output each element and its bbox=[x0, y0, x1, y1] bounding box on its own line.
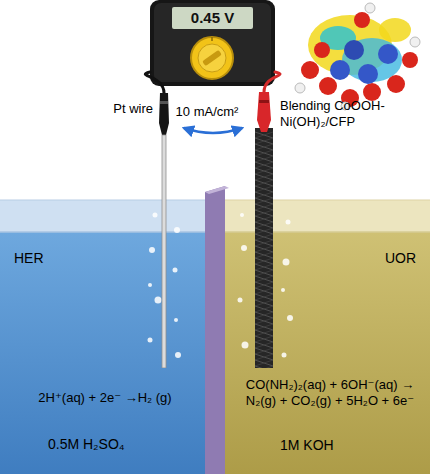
multimeter-node: 0.45 V bbox=[150, 0, 275, 86]
lead-wire bbox=[264, 72, 280, 92]
electrode-label: Blending CoOOH-Ni(OH)₂/CFP bbox=[280, 98, 402, 129]
reaction-equation: 2H⁺(aq) + 2e⁻ →H₂ (g) bbox=[10, 390, 200, 406]
membrane bbox=[205, 186, 229, 474]
cathode-chamber: HER 2H⁺(aq) + 2e⁻ →H₂ (g) 0.5M H₂SO₄ bbox=[0, 232, 205, 474]
reaction-name: HER bbox=[14, 250, 44, 267]
reaction-equation: CO(NH₂)₂(aq) + 6OH⁻(aq) → N₂(g) + CO₂(g)… bbox=[235, 377, 425, 408]
pt-wire-symbol bbox=[157, 93, 171, 368]
lead-wire bbox=[145, 72, 164, 93]
pt-electrode: Pt wire bbox=[157, 93, 171, 368]
reaction-name: UOR bbox=[385, 250, 416, 267]
cfp-electrode-symbol bbox=[252, 92, 276, 368]
cfp-electrode: Blending CoOOH-Ni(OH)₂/CFP bbox=[252, 92, 276, 368]
charge-density-model bbox=[295, 3, 420, 110]
current-density-label: 10 mA/cm² bbox=[170, 104, 244, 120]
multimeter bbox=[150, 0, 275, 86]
electrolyte-label: 0.5M H₂SO₄ bbox=[48, 436, 125, 453]
meter-reading: 0.45 V bbox=[172, 7, 253, 29]
anode-chamber: UOR CO(NH₂)₂(aq) + 6OH⁻(aq) → N₂(g) + CO₂… bbox=[225, 232, 430, 474]
electrolyte-label: 1M KOH bbox=[280, 437, 334, 454]
electrode-label: Pt wire bbox=[113, 101, 153, 117]
current-arrow bbox=[184, 128, 242, 133]
